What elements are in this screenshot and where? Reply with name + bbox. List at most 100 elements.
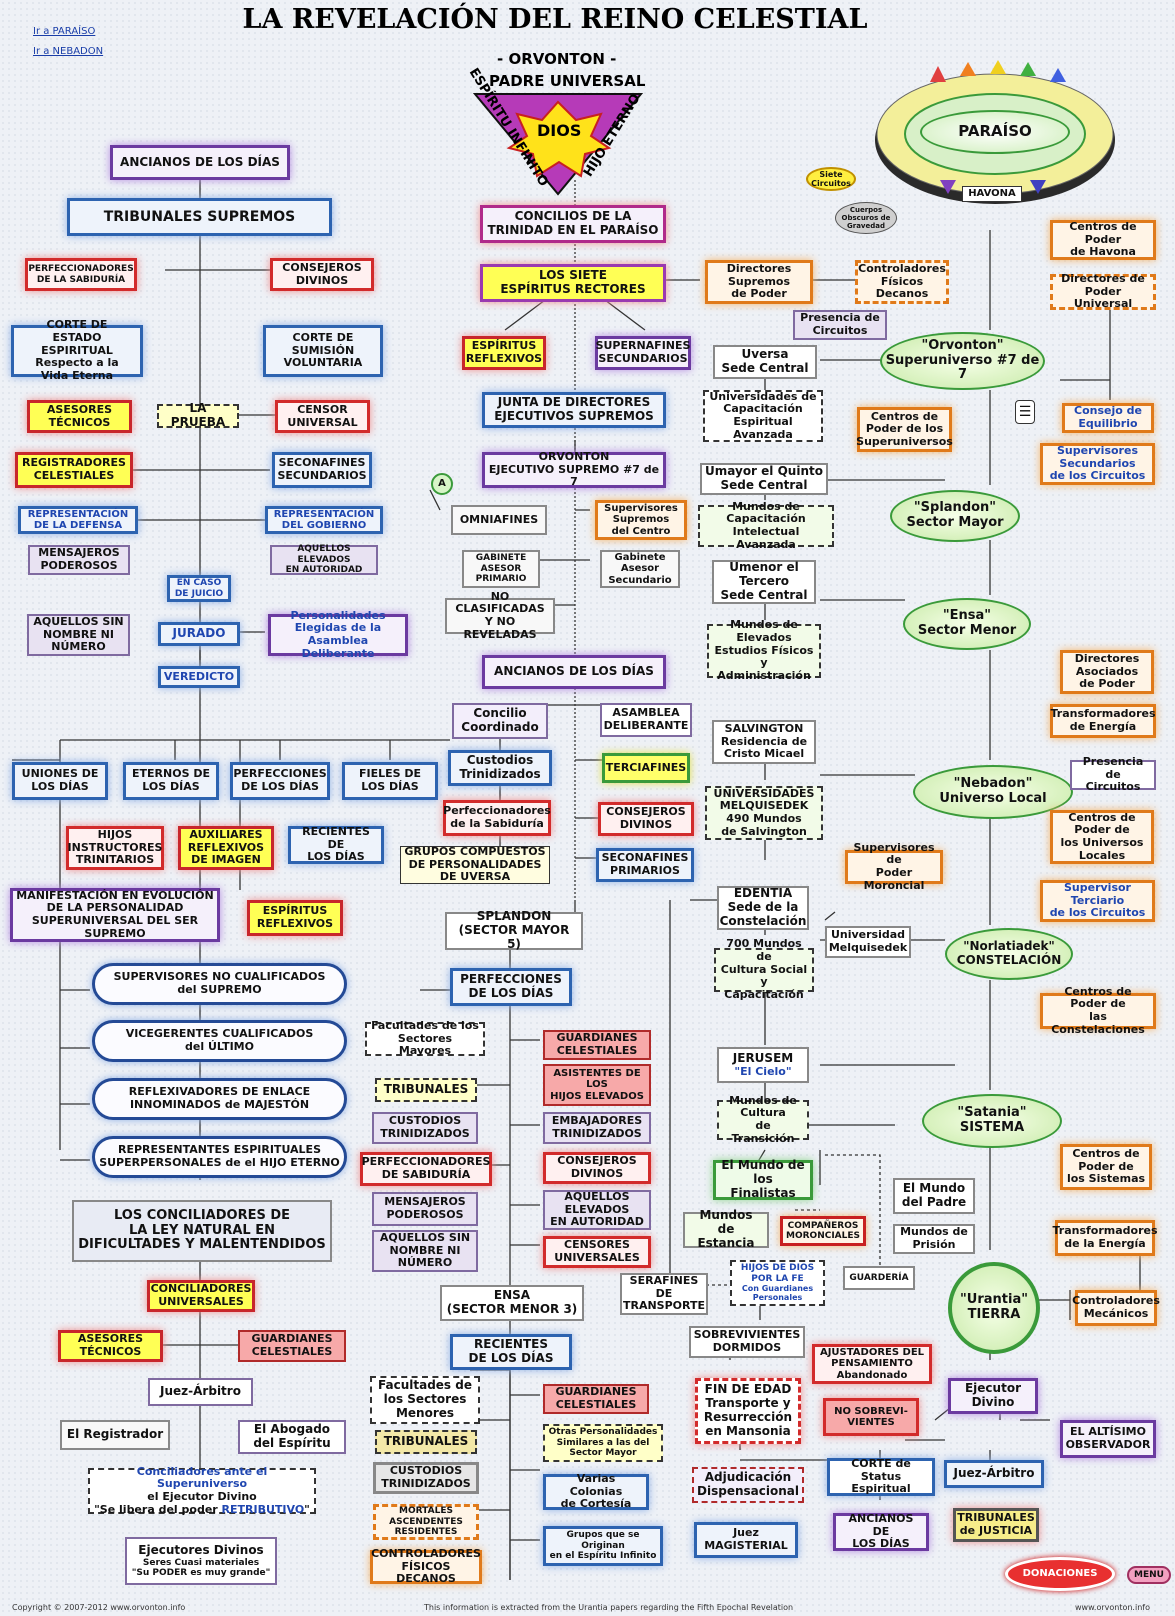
ancianos-de-los-dias-top[interactable]: ANCIANOS DE LOS DÍAS: [110, 145, 290, 180]
conciliadores-universales[interactable]: CONCILIADORES UNIVERSALES: [147, 1280, 255, 1312]
uversa-sede-central[interactable]: Uversa Sede Central: [713, 345, 817, 379]
aquellos-elevados-center[interactable]: AQUELLOS ELEVADOS EN AUTORIDAD: [543, 1190, 651, 1230]
edentia[interactable]: EDENTIA Sede de la Constelación: [717, 886, 809, 930]
varias-colonias[interactable]: Varias Colonias de Cortesía: [543, 1472, 649, 1510]
splandon-sector-mayor[interactable]: "Splandon" Sector Mayor: [890, 490, 1020, 542]
adjudicacion-dispensacional[interactable]: Adjudicación Dispensacional: [692, 1467, 804, 1503]
centros-poder-constelaciones[interactable]: Centros de Poder de las Constelaciones: [1040, 985, 1156, 1035]
conciliadores-ante-superuniverso[interactable]: Conciliadores ante el Superuniverso el E…: [88, 1465, 316, 1515]
aquellos-elevados-left[interactable]: AQUELLOS ELEVADOS EN AUTORIDAD: [270, 544, 378, 575]
mundos-700-cultura-social[interactable]: 700 Mundos de Cultura Social y Capacitac…: [714, 938, 814, 1001]
asistentes-hijos-elevados[interactable]: ASISTENTES DE LOS HIJOS ELEVADOS: [543, 1064, 651, 1106]
ensa-sector-menor[interactable]: "Ensa" Sector Menor: [903, 598, 1031, 650]
supervisores-no-cualificados[interactable]: SUPERVISORES NO CUALIFICADOS del SUPREMO: [92, 963, 347, 1005]
representacion-gobierno[interactable]: REPRESENTACIÓN DEL GOBIERNO: [265, 506, 383, 534]
gabinete-asesor-primario[interactable]: GABINETE ASESOR PRIMARIO: [462, 550, 540, 588]
universidades-capacitacion-espiritual[interactable]: Universidades de Capacitación Espiritual…: [703, 390, 823, 442]
guardianes-celestiales-3[interactable]: GUARDIANES CELESTIALES: [543, 1384, 649, 1414]
orvonton-superuniverso[interactable]: "Orvonton" Superuniverso #7 de 7: [880, 332, 1045, 390]
centros-poder-superuniversos[interactable]: Centros de Poder de los Superuniversos: [856, 407, 953, 452]
grupos-compuestos[interactable]: GRUPOS COMPUESTOS DE PERSONALIDADES DE U…: [400, 845, 550, 884]
controladores-fisicos-decanos[interactable]: Controladores Físicos Decanos: [855, 260, 949, 304]
tribunales-supremos[interactable]: TRIBUNALES SUPREMOS: [67, 198, 332, 236]
menu-icon[interactable]: ☰: [1015, 400, 1035, 424]
juez-arbitro-left[interactable]: Juez-Árbitro: [148, 1378, 253, 1406]
el-mundo-de-los-finalistas[interactable]: El Mundo de los Finalistas: [713, 1158, 813, 1200]
consejo-de-equilibrio[interactable]: Consejo de Equilibrio: [1062, 403, 1154, 433]
corte-sumision-voluntaria[interactable]: CORTE DE SUMISIÓN VOLUNTARIA: [263, 325, 383, 377]
guardianes-celestiales-left[interactable]: GUARDIANES CELESTIALES: [238, 1330, 346, 1362]
facultades-sectores-menores[interactable]: Facultades de los Sectores Menores: [370, 1376, 480, 1424]
splandon-sector-mayor-5[interactable]: SPLANDON (SECTOR MAYOR 5): [445, 909, 583, 951]
asesores-tecnicos-2[interactable]: ASESORES TÉCNICOS: [58, 1330, 163, 1362]
manifestacion-en-evolucion[interactable]: MANIFESTACIÓN EN EVOLUCIÓN DE LA PERSONA…: [10, 888, 220, 942]
censores-universales[interactable]: CENSORES UNIVERSALES: [543, 1236, 651, 1268]
ejecutores-divinos[interactable]: Ejecutores Divinos Seres Cuasi materiale…: [125, 1537, 277, 1585]
supervisores-de-poder-moroncial[interactable]: Supervisores de Poder Moroncial: [845, 841, 943, 891]
mundos-elevados-estudios[interactable]: Mundos de Elevados Estudios Físicos y Ad…: [707, 619, 821, 682]
corte-de-status-espiritual[interactable]: CORTE de Status Espiritual: [827, 1457, 935, 1496]
el-mundo-del-padre[interactable]: El Mundo del Padre: [893, 1178, 975, 1214]
supervisores-secundarios-circuitos[interactable]: Supervisores Secundarios de los Circuito…: [1040, 443, 1155, 485]
aquellos-sin-nombre-left[interactable]: AQUELLOS SIN NOMBRE NI NÚMERO: [27, 614, 130, 656]
junta-de-directores[interactable]: JUNTA DE DIRECTORES EJECUTIVOS SUPREMOS: [482, 392, 666, 428]
grupos-que-se-originan[interactable]: Grupos que se Originan en el Espíritu In…: [543, 1526, 663, 1566]
recientes-de-los-dias-left[interactable]: RECIENTES DE LOS DÍAS: [288, 825, 384, 864]
directores-poder-universal[interactable]: Directores de Poder Universal: [1050, 272, 1156, 310]
transformadores-de-energia[interactable]: Transformadores de Energía: [1050, 704, 1156, 738]
centros-poder-havona[interactable]: Centros de Poder de Havona: [1050, 220, 1156, 260]
guardianes-celestiales-center[interactable]: GUARDIANES CELESTIALES: [543, 1030, 651, 1060]
asamblea-deliberante[interactable]: ASAMBLEA DELIBERANTE: [600, 703, 692, 737]
tribunales-3[interactable]: TRIBUNALES: [375, 1430, 477, 1454]
norlatiadek-constelacion[interactable]: "Norlatiadek" CONSTELACIÓN: [945, 928, 1073, 980]
perfeccionadores-de-la-sabiduria[interactable]: PERFECCIONADORES DE LA SABIDURÍA: [25, 258, 137, 291]
donaciones-button[interactable]: DONACIONES: [1005, 1557, 1115, 1591]
controladores-fisicos-decanos-center[interactable]: CONTROLADORES FÍSICOS DECANOS: [370, 1547, 482, 1586]
registradores-celestiales[interactable]: REGISTRADORES CELESTIALES: [15, 452, 133, 488]
seconafines-secundarios-left[interactable]: SECONAFINES SECUNDARIOS: [272, 452, 372, 488]
aquellos-sin-nombre-center[interactable]: AQUELLOS SIN NOMBRE NI NÚMERO: [372, 1230, 478, 1272]
la-prueba[interactable]: LA PRUEBA: [157, 401, 239, 429]
universidad-melquisedek[interactable]: Universidad Melquisedek: [825, 926, 911, 958]
perfeccionadores-de-sabiduria-2[interactable]: PERFECCIONADORES DE SABIDURÍA: [360, 1152, 492, 1186]
supervisor-terciario-circuitos[interactable]: Supervisor Terciario de los Circuitos: [1040, 880, 1155, 922]
fieles-de-los-dias[interactable]: FIELES DE LOS DÍAS: [342, 762, 438, 800]
custodios-trinidizados-3[interactable]: CUSTODIOS TRINIDIZADOS: [373, 1462, 479, 1494]
companeros-moronciales[interactable]: COMPAÑEROS MORONCIALES: [780, 1216, 866, 1246]
mensajeros-poderosos-center[interactable]: MENSAJEROS PODEROSOS: [372, 1192, 478, 1226]
terciafines[interactable]: TERCIAFINES: [602, 753, 690, 783]
presencia-de-circuitos[interactable]: Presencia de Circuitos: [793, 310, 887, 340]
los-siete-espiritus-rectores[interactable]: LOS SIETE ESPÍRITUS RECTORES: [480, 264, 666, 302]
otras-personalidades[interactable]: Otras Personalidades Similares a las del…: [543, 1424, 663, 1462]
umenor-el-tercero[interactable]: Umenor el Tercero Sede Central: [712, 560, 816, 604]
juez-magisterial[interactable]: Juez MAGISTERIAL: [694, 1522, 798, 1558]
urantia-tierra[interactable]: "Urantia" TIERRA: [948, 1262, 1040, 1354]
supervisores-supremos-del-centro[interactable]: Supervisores Supremos del Centro: [595, 500, 687, 540]
personalidades-elegidas[interactable]: Personalidades Elegidas de la Asamblea D…: [268, 609, 408, 659]
reflexivadores-de-enlace[interactable]: REFLEXIVADORES DE ENLACE INNOMINADOS de …: [92, 1078, 347, 1120]
corte-estado-espiritual[interactable]: CORTE DE ESTADO ESPIRITUAL Respecto a la…: [11, 319, 143, 382]
mundos-de-prision[interactable]: Mundos de Prisión: [893, 1224, 975, 1254]
vicegerentes-cualificados[interactable]: VICEGERENTES CUALIFICADOS del ÚLTIMO: [92, 1020, 347, 1062]
link-nebadon[interactable]: Ir a NEBADON: [33, 46, 104, 57]
el-altisimo-observador[interactable]: EL ALTÍSIMO OBSERVADOR: [1060, 1420, 1156, 1458]
link-paraiso[interactable]: Ir a PARAÍSO: [33, 26, 96, 37]
ancianos-de-los-dias-right[interactable]: ANCIANOS DE LOS DÍAS: [833, 1512, 929, 1551]
omniafines[interactable]: OMNIAFINES: [451, 505, 547, 535]
ejecutor-divino[interactable]: Ejecutor Divino: [948, 1378, 1038, 1414]
embajadores-trinidizados[interactable]: EMBAJADORES TRINIDIZADOS: [543, 1112, 651, 1144]
ajustadores-del-pensamiento[interactable]: AJUSTADORES DEL PENSAMIENTO Abandonado: [812, 1344, 932, 1384]
mundos-cultura-transicion[interactable]: Mundos de Cultura de Transición: [717, 1094, 809, 1144]
perfecciones-de-los-dias-center[interactable]: PERFECCIONES DE LOS DÍAS: [450, 968, 572, 1006]
juez-arbitro-right[interactable]: Juez-Árbitro: [944, 1460, 1044, 1488]
mundos-de-estancia[interactable]: Mundos de Estancia: [683, 1208, 769, 1250]
centros-poder-sistemas[interactable]: Centros de Poder de los Sistemas: [1060, 1144, 1152, 1190]
auxiliares-reflexivos[interactable]: AUXILIARES REFLEXIVOS DE IMAGEN: [178, 826, 274, 870]
mundos-capacitacion-intelectual[interactable]: Mundos de Capacitación Intelectual Avanz…: [698, 500, 834, 550]
el-abogado-del-espiritu[interactable]: El Abogado del Espíritu: [238, 1420, 346, 1454]
asesores-tecnicos[interactable]: ASESORES TÉCNICOS: [27, 400, 132, 433]
espiritus-reflexivos-center[interactable]: ESPÍRITUS REFLEXIVOS: [462, 336, 546, 370]
veredicto[interactable]: VEREDICTO: [158, 666, 240, 688]
no-clasificadas[interactable]: NO CLASIFICADAS Y NO REVELADAS: [445, 590, 555, 640]
nebadon-universo-local[interactable]: "Nebadon" Universo Local: [913, 765, 1073, 819]
